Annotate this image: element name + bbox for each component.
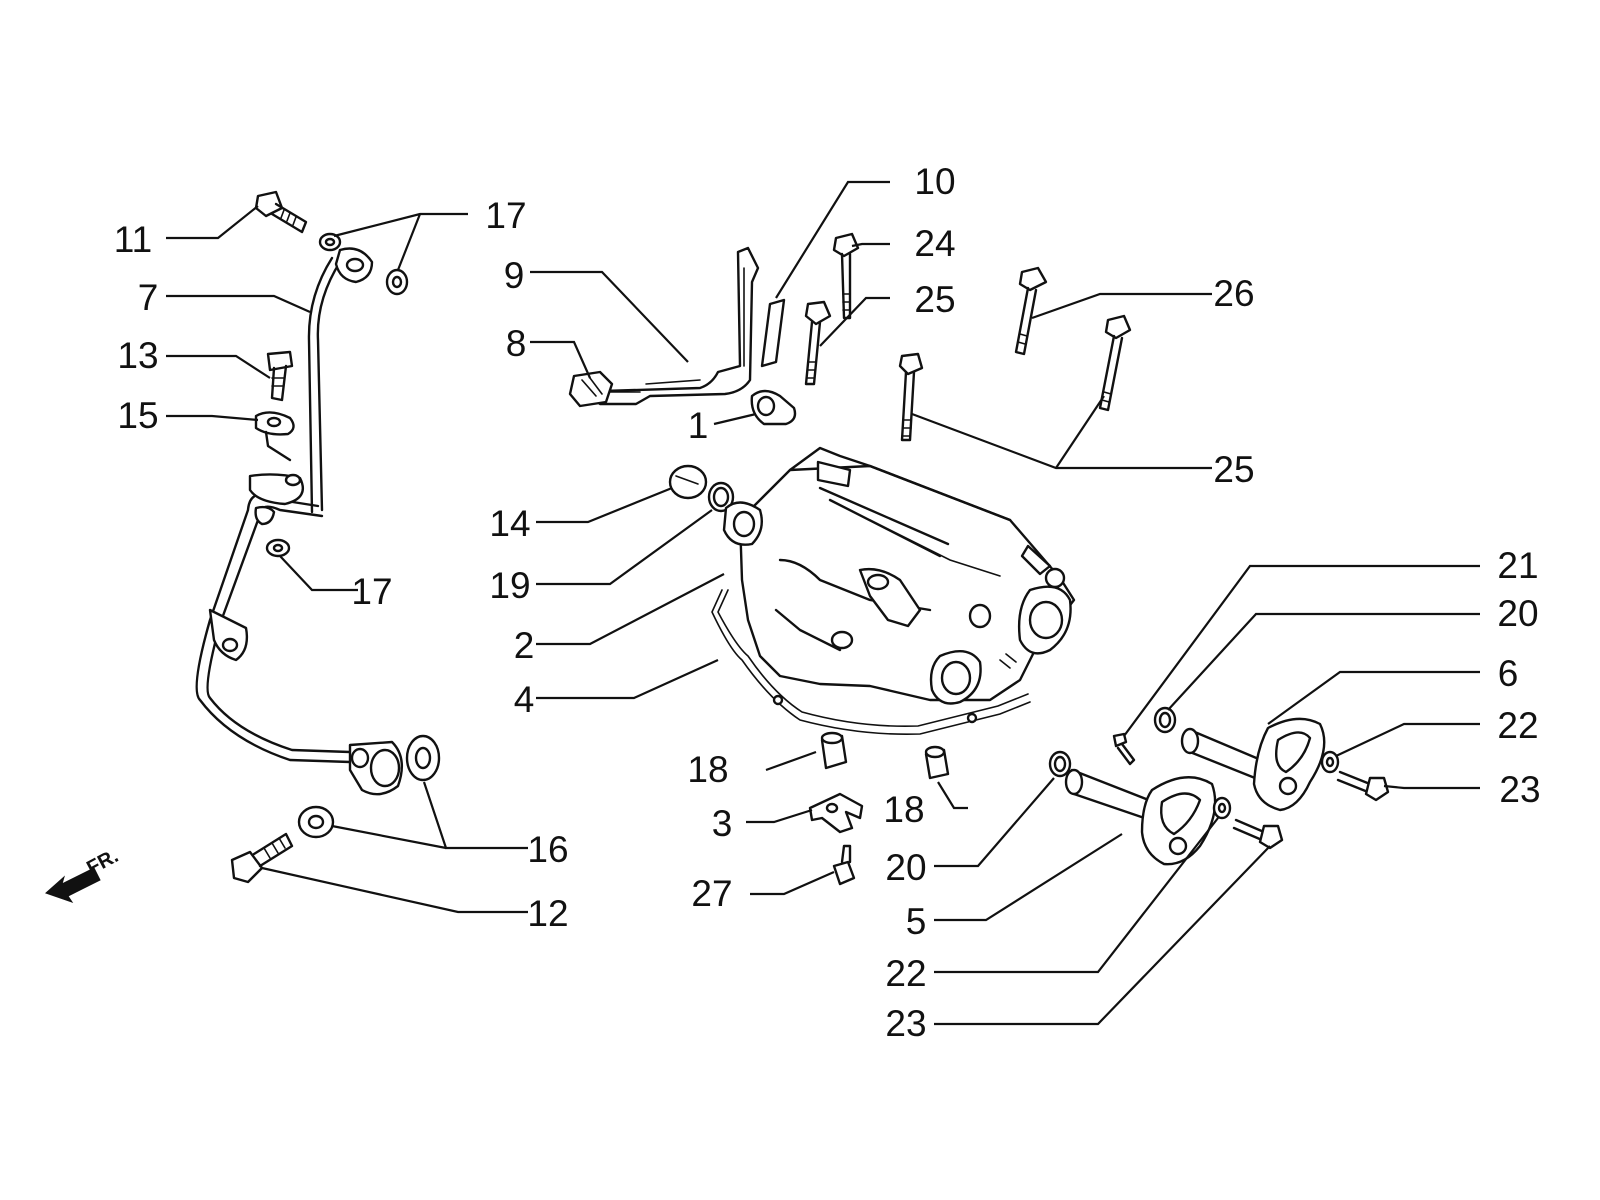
oil-pipe-lower: [195, 473, 352, 764]
callout-22-lower: 22: [885, 953, 926, 994]
bolt-13: [266, 350, 294, 402]
lower-banjo-fitting: [348, 740, 404, 796]
callout-2: 2: [514, 625, 535, 666]
screw-21: [1112, 732, 1136, 766]
washer-22-lower: [1212, 796, 1232, 820]
callout-24: 24: [914, 223, 955, 264]
callout-6: 6: [1498, 653, 1519, 694]
callout-4: 4: [514, 679, 535, 720]
callout-8: 8: [506, 323, 527, 364]
connector-8: [568, 370, 614, 408]
shaft-6: [1180, 717, 1326, 812]
callout-27: 27: [691, 873, 732, 914]
o-ring-20-lower: [1048, 750, 1072, 778]
callout-25-top: 25: [914, 279, 955, 320]
callout-9: 9: [504, 255, 525, 296]
banjo-bolt-11: [254, 190, 308, 234]
bolt-23-upper: [1336, 770, 1390, 802]
callout-26: 26: [1213, 273, 1254, 314]
plug-14: [668, 464, 708, 500]
bolt-24: [832, 232, 860, 320]
bolt-26: [1014, 266, 1048, 356]
callout-18-right: 18: [883, 789, 924, 830]
bolt-25-long-center: [898, 352, 924, 442]
callout-22-upper: 22: [1497, 705, 1538, 746]
callout-20-upper: 20: [1497, 593, 1538, 634]
callout-1: 1: [688, 405, 709, 446]
callout-19: 19: [489, 565, 530, 606]
callout-20-lower: 20: [885, 847, 926, 888]
washer-17a-hole: [324, 237, 336, 247]
dowel-pin-18b: [924, 745, 950, 780]
callout-11: 11: [114, 219, 152, 260]
callout-23-lower: 23: [885, 1003, 926, 1044]
o-ring-19: [707, 481, 735, 513]
bolt-23-lower: [1232, 818, 1284, 850]
dowel-pin-18a: [820, 731, 848, 770]
callout-17-top: 17: [485, 195, 526, 236]
callout-5: 5: [906, 901, 927, 942]
washer-16-upper: [405, 734, 441, 782]
callout-18-left: 18: [687, 749, 728, 790]
callout-23-upper: 23: [1499, 769, 1540, 810]
callout-21: 21: [1497, 545, 1538, 586]
callout-numbers: 1 2 3 4 5 6 7 8 9 10 11 12 13 14 15 16 1…: [114, 161, 1541, 1044]
callout-15: 15: [117, 395, 158, 436]
leader-lines: [166, 180, 1480, 1026]
rubber-strip-10: [760, 298, 786, 368]
washer-22-upper: [1320, 750, 1340, 774]
o-ring-20-upper: [1153, 706, 1177, 734]
clip-1: [750, 389, 797, 426]
callout-16: 16: [527, 829, 568, 870]
callout-25-bottom: 25: [1213, 449, 1254, 490]
washer-17b-hole: [391, 275, 403, 289]
washer-16-lower: [297, 805, 335, 839]
callout-3: 3: [712, 803, 733, 844]
banjo-bolt-12: [230, 832, 294, 884]
callout-10: 10: [914, 161, 955, 202]
bolt-25-short: [804, 300, 832, 386]
clamp-15: [254, 411, 295, 462]
sensor-27: [832, 844, 856, 886]
cylinder-head-cover-2: [722, 446, 1076, 705]
bolt-25-long-right: [1098, 314, 1132, 412]
callout-17-lower: 17: [351, 571, 392, 612]
callout-14: 14: [489, 503, 530, 544]
callout-13: 13: [117, 335, 158, 376]
callout-7: 7: [138, 277, 159, 318]
bracket-3: [808, 792, 864, 834]
washer-17c-hole: [272, 543, 284, 553]
callout-12: 12: [527, 893, 568, 934]
gasket-4: [711, 589, 1031, 736]
front-direction-arrow-icon: [45, 867, 101, 903]
oil-pipe-upper: [307, 247, 374, 514]
shaft-5: [1064, 768, 1217, 866]
